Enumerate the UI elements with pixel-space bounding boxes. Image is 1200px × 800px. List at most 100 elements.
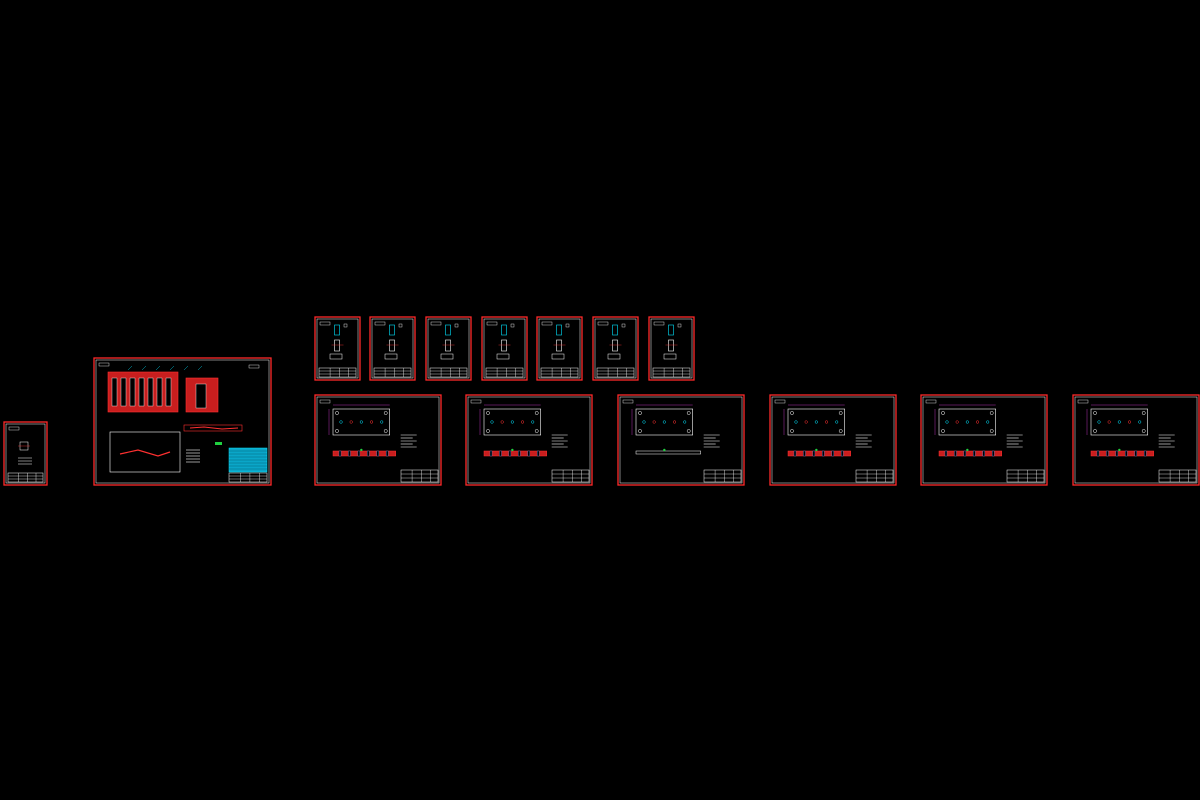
assembly-component <box>147 377 154 407</box>
sheet-number-tag <box>98 362 110 367</box>
sheet-border <box>769 394 897 486</box>
hole-marker <box>1097 420 1101 424</box>
plate-section-view <box>1090 450 1154 457</box>
part-view-top <box>612 324 618 336</box>
notes-block <box>384 353 398 360</box>
assembly-component <box>165 377 172 407</box>
title-block <box>652 367 691 378</box>
section-hole <box>1115 450 1119 457</box>
sheet-part-3[interactable] <box>425 316 472 381</box>
sheet-inner-border <box>316 318 359 379</box>
notes-block <box>329 353 343 360</box>
sheet-small-portrait[interactable] <box>3 421 48 486</box>
sheet-plate-5[interactable] <box>920 394 1048 486</box>
hole-marker <box>1127 420 1132 424</box>
hole-marker <box>531 420 535 424</box>
section-hole <box>954 450 957 457</box>
sheet-part-7[interactable] <box>648 316 695 381</box>
sheet-part-2[interactable] <box>369 316 416 381</box>
sheet-inner-border <box>922 396 1046 484</box>
sheet-plate-6[interactable] <box>1072 394 1200 486</box>
title-block <box>318 367 357 378</box>
sheet-inner-border <box>483 318 526 379</box>
sheet-inner-border <box>371 318 414 379</box>
section-hole <box>489 450 493 457</box>
title-block <box>703 469 742 483</box>
corner-hole <box>486 411 490 415</box>
hole-marker <box>380 420 384 424</box>
section-marker <box>815 448 818 452</box>
plate-plan-view <box>332 408 391 436</box>
strip-part <box>189 426 239 430</box>
title-block <box>855 469 894 483</box>
hole-marker <box>490 420 494 424</box>
sheet-part-5[interactable] <box>536 316 583 381</box>
section-hole <box>944 450 948 457</box>
sheet-inner-border <box>5 423 46 484</box>
sheet-plate-2[interactable] <box>465 394 593 486</box>
hole-marker <box>804 420 808 424</box>
section-marker <box>360 448 363 452</box>
roughness-symbol <box>454 323 459 328</box>
corner-hole <box>838 429 843 433</box>
part-view-top <box>501 324 507 336</box>
sheet-plate-3[interactable] <box>617 394 745 486</box>
section-hole <box>518 450 521 457</box>
hole-marker <box>814 420 818 424</box>
notes-block <box>551 353 565 360</box>
sheet-part-1[interactable] <box>314 316 361 381</box>
hole-marker <box>975 420 980 424</box>
plate-plan-view <box>483 408 542 436</box>
corner-hole <box>638 429 642 433</box>
leader-line <box>155 365 161 371</box>
sheet-plate-1[interactable] <box>314 394 442 486</box>
corner-hole <box>838 411 843 415</box>
section-hole <box>793 450 797 457</box>
plate-plan-view <box>1090 408 1149 436</box>
section-hole <box>338 450 342 457</box>
leader-line <box>169 365 175 371</box>
section-marker <box>1118 448 1121 452</box>
corner-hole <box>638 411 642 415</box>
title-block <box>400 469 439 483</box>
corner-hole <box>534 411 539 415</box>
part-view-top <box>445 324 451 336</box>
assembly-component <box>138 377 145 407</box>
sheet-assembly[interactable] <box>93 357 272 486</box>
part-view-front <box>668 339 674 352</box>
section-hole <box>357 450 361 457</box>
section-hole <box>841 450 844 457</box>
part-view-top <box>556 324 562 336</box>
strip-layout <box>119 449 171 457</box>
sheet-inner-border <box>1074 396 1198 484</box>
section-marker <box>966 448 969 452</box>
section-hole <box>992 450 995 457</box>
section-hole <box>1096 450 1100 457</box>
section-hole <box>822 450 825 457</box>
sheet-number-tag <box>653 321 665 326</box>
hole-marker <box>1117 420 1121 424</box>
sheet-inner-border <box>95 359 270 484</box>
sheet-inner-border <box>538 318 581 379</box>
corner-hole <box>686 411 691 415</box>
hole-marker <box>359 420 363 424</box>
notes-block <box>607 353 621 360</box>
hole-marker <box>349 420 353 424</box>
sheet-border <box>314 394 442 486</box>
corner-hole <box>534 429 539 433</box>
sheet-part-6[interactable] <box>592 316 639 381</box>
corner-hole <box>686 429 691 433</box>
hole-marker <box>945 420 949 424</box>
title-block <box>228 472 268 483</box>
part-view-front <box>556 339 562 352</box>
sheet-plate-4[interactable] <box>769 394 897 486</box>
sheet-part-4[interactable] <box>481 316 528 381</box>
notes-block <box>496 353 510 360</box>
corner-hole <box>1141 411 1146 415</box>
hole-marker <box>672 420 677 424</box>
plate-plan-view <box>938 408 997 436</box>
section-hole <box>537 450 540 457</box>
sheet-border <box>465 394 593 486</box>
